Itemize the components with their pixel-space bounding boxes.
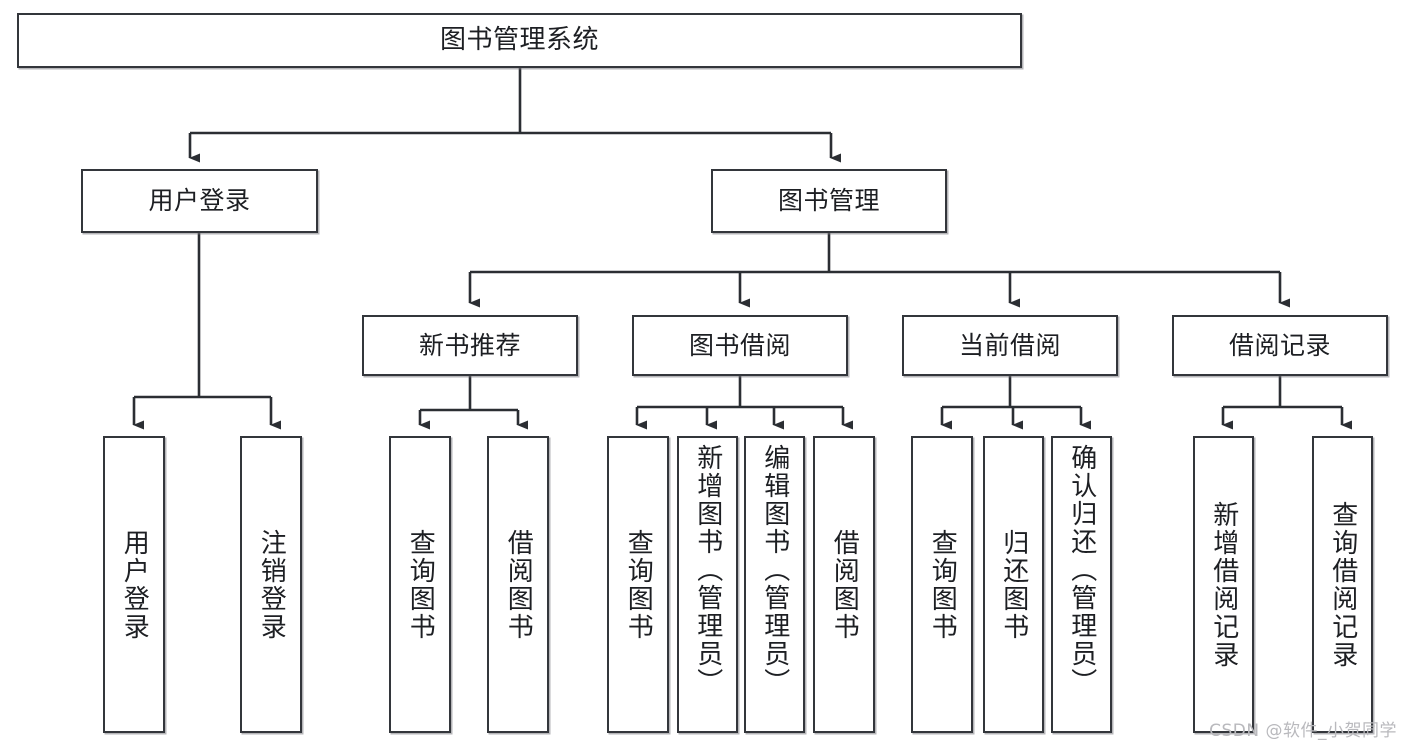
node-label: 编辑图书（管理员）	[759, 444, 790, 696]
leaf-user-logout[interactable]: 注销登录	[240, 436, 302, 733]
node-label: 查询借阅记录	[1327, 500, 1358, 669]
node-label: 图书借阅	[688, 330, 791, 360]
node-label: 当前借阅	[958, 330, 1061, 360]
leaf-record-query-record[interactable]: 查询借阅记录	[1312, 436, 1373, 733]
leaf-borrow-add-book-admin[interactable]: 新增图书（管理员）	[677, 436, 738, 733]
leaf-current-query-book[interactable]: 查询图书	[911, 436, 973, 733]
node-label: 图书管理系统	[439, 25, 599, 56]
leaf-current-return-book[interactable]: 归还图书	[983, 436, 1044, 733]
node-label: 归还图书	[998, 528, 1029, 641]
node-borrow-record[interactable]: 借阅记录	[1172, 315, 1388, 376]
node-label: 借阅记录	[1228, 330, 1331, 360]
leaf-user-login[interactable]: 用户登录	[103, 436, 165, 733]
node-label: 查询图书	[927, 528, 958, 641]
node-root-system[interactable]: 图书管理系统	[17, 13, 1022, 68]
node-user-login[interactable]: 用户登录	[81, 169, 318, 233]
node-label: 图书管理	[777, 186, 880, 216]
leaf-borrow-edit-book-admin[interactable]: 编辑图书（管理员）	[744, 436, 805, 733]
node-label: 注销登录	[256, 528, 287, 641]
watermark: CSDN @软件_小贺同学	[1209, 721, 1397, 741]
node-label: 查询图书	[623, 528, 654, 641]
node-label: 用户登录	[119, 528, 150, 641]
node-label: 新增借阅记录	[1208, 500, 1239, 669]
node-label: 确认归还（管理员）	[1066, 444, 1097, 696]
node-label: 查询图书	[405, 528, 436, 641]
leaf-borrow-borrow-book[interactable]: 借阅图书	[813, 436, 875, 733]
node-label: 用户登录	[148, 186, 251, 216]
node-new-book-recommend[interactable]: 新书推荐	[362, 315, 578, 376]
leaf-current-confirm-return-admin[interactable]: 确认归还（管理员）	[1051, 436, 1112, 733]
leaf-borrow-query-book[interactable]: 查询图书	[607, 436, 669, 733]
node-book-borrow[interactable]: 图书借阅	[632, 315, 848, 376]
node-current-borrow[interactable]: 当前借阅	[902, 315, 1118, 376]
node-book-management[interactable]: 图书管理	[711, 169, 947, 233]
node-label: 新书推荐	[418, 330, 521, 360]
node-label: 借阅图书	[829, 528, 860, 641]
node-label: 借阅图书	[503, 528, 534, 641]
leaf-record-add-record[interactable]: 新增借阅记录	[1193, 436, 1254, 733]
node-label: 新增图书（管理员）	[692, 444, 723, 696]
leaf-recommend-query-book[interactable]: 查询图书	[389, 436, 451, 733]
leaf-recommend-borrow-book[interactable]: 借阅图书	[487, 436, 549, 733]
